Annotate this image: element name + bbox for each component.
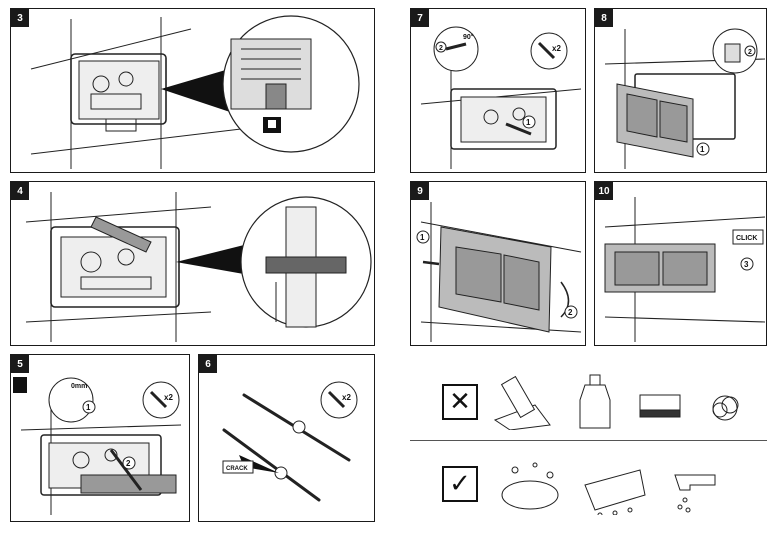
step-number: 10 bbox=[595, 182, 613, 200]
svg-text:CLICK: CLICK bbox=[736, 235, 757, 242]
step-6-panel: 6 CRACK x2 bbox=[198, 354, 375, 522]
steel-wool-icon bbox=[712, 395, 739, 421]
step-8-illustration: 2 1 bbox=[604, 28, 766, 169]
svg-text:2: 2 bbox=[126, 459, 131, 468]
step-3-illustration bbox=[30, 15, 360, 169]
scouring-sponge-icon bbox=[639, 394, 681, 418]
step-number: 4 bbox=[11, 182, 29, 200]
step-10-illustration: CLICK 3 bbox=[604, 197, 766, 342]
step-5-panel: 5 0mm x2 1 2 bbox=[10, 354, 190, 522]
step-6-illustration: CRACK x2 bbox=[222, 381, 358, 502]
step-number: 3 bbox=[11, 9, 29, 27]
svg-text:0mm: 0mm bbox=[71, 383, 87, 390]
step-9-illustration: 1 2 bbox=[416, 202, 582, 342]
svg-text:1: 1 bbox=[700, 145, 705, 154]
step-number: 7 bbox=[411, 9, 429, 27]
step-4-illustration bbox=[25, 192, 372, 342]
care-divider bbox=[410, 440, 767, 441]
abrasive-powder-icon bbox=[493, 375, 551, 430]
chemical-bottle-icon bbox=[579, 374, 611, 429]
step-number: 9 bbox=[411, 182, 429, 200]
svg-text:90°: 90° bbox=[463, 33, 474, 41]
svg-text:1: 1 bbox=[526, 118, 531, 127]
step-8-panel: 8 2 1 bbox=[594, 8, 767, 173]
water-tap-icon bbox=[674, 474, 716, 513]
step-number: 6 bbox=[199, 355, 217, 373]
step-7-illustration: 90° 2 x2 1 bbox=[420, 26, 582, 169]
allowed-cleaning-methods bbox=[501, 462, 716, 515]
step-4-panel: 4 bbox=[10, 181, 375, 346]
svg-text:3: 3 bbox=[744, 260, 749, 269]
svg-text:CRACK: CRACK bbox=[226, 466, 248, 472]
step-number: 5 bbox=[11, 355, 29, 373]
svg-text:2: 2 bbox=[568, 308, 573, 317]
svg-text:x2: x2 bbox=[164, 393, 173, 402]
step-10-panel: 10 CLICK 3 bbox=[594, 181, 767, 346]
svg-text:2: 2 bbox=[748, 49, 752, 56]
svg-text:x2: x2 bbox=[552, 44, 561, 53]
step-5-illustration: 0mm x2 1 2 bbox=[13, 377, 182, 515]
soft-cloth-icon bbox=[584, 469, 646, 515]
step-number: 8 bbox=[595, 9, 613, 27]
caution-icon bbox=[13, 377, 27, 393]
allowed-symbol: ✓ bbox=[442, 466, 478, 502]
forbidden-cleaning-agents bbox=[493, 374, 739, 430]
forbidden-symbol: ✕ bbox=[442, 384, 478, 420]
svg-text:2: 2 bbox=[439, 45, 443, 52]
step-9-panel: 9 1 2 bbox=[410, 181, 586, 346]
soapy-water-icon bbox=[501, 462, 559, 510]
svg-text:x2: x2 bbox=[342, 393, 351, 402]
step-3-panel: 3 bbox=[10, 8, 375, 173]
step-7-panel: 7 90° 2 x2 1 bbox=[410, 8, 586, 173]
svg-text:1: 1 bbox=[420, 233, 425, 242]
svg-text:1: 1 bbox=[86, 403, 91, 412]
